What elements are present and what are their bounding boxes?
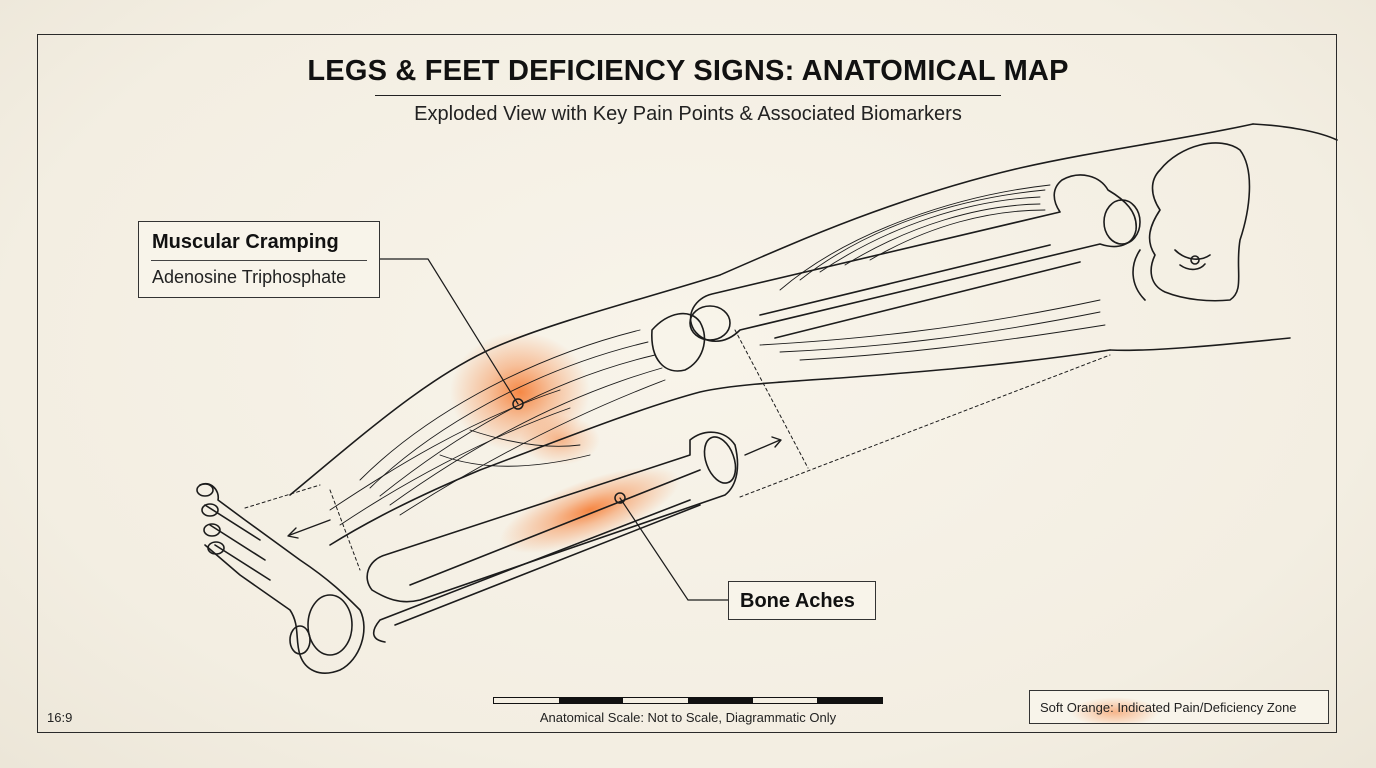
legend-text: Soft Orange: Indicated Pain/Deficiency Z… [1040,700,1297,715]
calf-muscles [329,329,666,526]
diagram-frame [37,34,1337,733]
aspect-ratio-label: 16:9 [47,710,73,725]
foot-bones [196,482,365,674]
leader-lines [379,258,729,601]
knee [651,312,706,372]
title-divider [375,95,1001,96]
explode-arrows [287,436,782,539]
thigh-muscles [759,184,1106,361]
pelvis [1132,142,1251,302]
pain-zones [450,332,680,554]
callout-bone-aches: Bone Aches [728,581,876,620]
scale-bar [493,697,883,704]
legend-swatch [1070,697,1160,723]
callout-muscular-cramping: Muscular Cramping Adenosine Triphosphate [138,221,380,298]
callout-title: Bone Aches [740,590,855,612]
tibia-fibula [366,431,739,643]
callout-title: Muscular Cramping [152,231,339,253]
callout-divider [151,260,367,261]
bone-marker [614,492,626,504]
explode-guides [244,329,1111,571]
diagram-subtitle: Exploded View with Key Pain Points & Ass… [414,103,962,125]
callout-biomarker: Adenosine Triphosphate [152,267,347,287]
diagram-title: LEGS & FEET DEFICIENCY SIGNS: ANATOMICAL… [307,55,1069,87]
leg-outline [289,123,1338,546]
femur [689,174,1141,343]
cramp-marker [512,398,524,410]
legend: Soft Orange: Indicated Pain/Deficiency Z… [1029,690,1329,724]
scale-caption: Anatomical Scale: Not to Scale, Diagramm… [539,710,837,725]
